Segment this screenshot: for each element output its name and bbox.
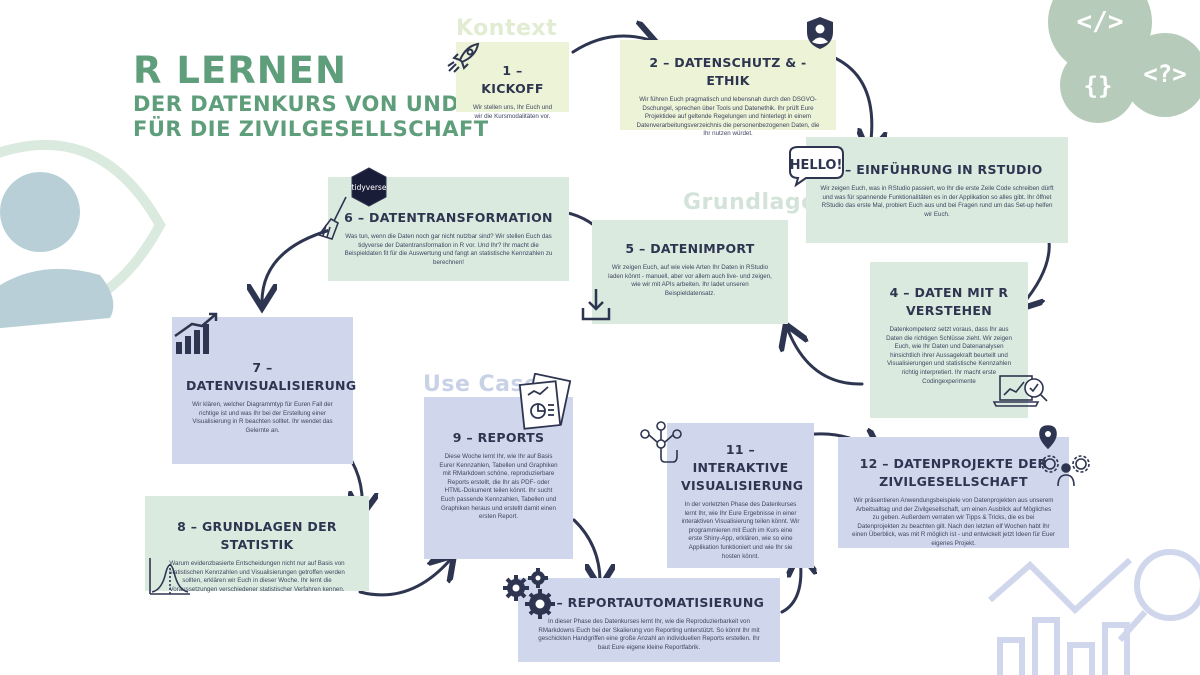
step-card-9: 9 – REPORTS Diese Woche lernt Ihr, wie I… — [424, 397, 573, 559]
hello-text: HELLO! — [790, 158, 843, 173]
step-text: Was tun, wenn die Daten noch gar nicht n… — [344, 233, 553, 266]
step-text: Diese Woche lernt Ihr, wie Ihr auf Basis… — [439, 453, 558, 521]
broom-icon — [317, 196, 347, 240]
step-title: 9 – REPORTS — [452, 430, 545, 445]
gears-icon — [503, 568, 555, 619]
step-title: 6 – DATENTRANSFORMATION — [344, 210, 553, 225]
arrow-4-5 — [788, 330, 864, 386]
step-title: 8 – GRUNDLAGEN DER STATISTIK — [177, 519, 337, 552]
step-text: Wir stellen uns, Ihr Euch und wir die Ku… — [472, 104, 553, 120]
step-title: 4 – DATEN MIT R VERSTEHEN — [889, 285, 1009, 318]
svg-text:</>: </> — [1077, 7, 1124, 37]
step-text: In der vorletzten Phase des Datenkurses … — [681, 501, 800, 560]
page-title: R LERNEN — [133, 49, 347, 92]
step-title: 5 – DATENIMPORT — [625, 241, 755, 256]
step-card-6: 6 – DATENTRANSFORMATION Was tun, wenn di… — [328, 177, 569, 281]
step-card-2: 2 – DATENSCHUTZ & -ETHIK Wir führen Euch… — [620, 40, 836, 137]
svg-text:{}: {} — [1084, 72, 1113, 100]
arrow-8-9 — [358, 560, 450, 597]
step-card-10: 10 – REPORTAUTOMATISIERUNG In dieser Pha… — [518, 578, 780, 662]
laptop-analytics-icon — [992, 375, 1048, 407]
step-title: 11 – INTERAKTIVE VISUALISIERUNG — [681, 442, 804, 493]
header: R LERNEN DER DATENKURS VON UND FÜR DIE Z… — [133, 50, 489, 142]
arrow-1-2 — [571, 36, 650, 54]
tidyverse-label: tidyverse — [352, 183, 387, 192]
step-text: Wir präsentieren Anwendungsbeispiele von… — [852, 497, 1055, 547]
hello-speech-bubble-icon: HELLO! — [789, 146, 844, 187]
location-gears-person-icon — [1039, 425, 1090, 487]
rocket-icon — [447, 42, 480, 73]
step-title: 10 – REPORTAUTOMATISIERUNG — [533, 595, 765, 610]
step-card-4: 4 – DATEN MIT R VERSTEHEN Datenkompetenz… — [870, 262, 1028, 418]
step-title: 7 – DATENVISUALISIERUNG — [186, 360, 357, 393]
phase-label-kontext: Kontext — [456, 16, 558, 41]
step-text: Datenkompetenz setzt voraus, dass Ihr au… — [886, 326, 1012, 385]
normal-distribution-icon — [149, 558, 190, 595]
step-title: 2 – DATENSCHUTZ & -ETHIK — [649, 55, 807, 88]
step-title: 1 – KICKOFF — [481, 63, 544, 96]
step-text: Wir klären, welcher Diagrammtyp für Eure… — [192, 401, 333, 434]
step-text: Warum evidenzbasierte Entscheidungen nic… — [169, 560, 345, 593]
arrow-6-7 — [262, 228, 332, 302]
step-text: Wir führen Euch pragmatisch und lebensna… — [636, 96, 820, 138]
person-eye-icon — [0, 139, 166, 329]
step-card-11: 11 – INTERAKTIVE VISUALISIERUNG In der v… — [667, 423, 814, 568]
download-icon — [581, 289, 611, 321]
step-text: Wir zeigen Euch, auf wie viele Arten Ihr… — [608, 264, 772, 297]
report-document-icon — [518, 373, 572, 430]
code-bubbles-icon: </> <?> {} — [1048, 0, 1200, 123]
step-title: 3 – EINFÜHRUNG IN RSTUDIO — [831, 162, 1043, 177]
user-shield-icon — [807, 17, 833, 49]
svg-text:<?>: <?> — [1143, 60, 1186, 88]
step-card-8: 8 – GRUNDLAGEN DER STATISTIK Warum evide… — [145, 496, 369, 593]
page-subtitle-line1: DER DATENKURS VON UND — [133, 92, 460, 116]
step-title: 12 – DATENPROJEKTE DER ZIVILGESELLSCHAFT — [859, 456, 1048, 489]
step-card-3: 3 – EINFÜHRUNG IN RSTUDIO Wir zeigen Euc… — [806, 137, 1068, 243]
page-subtitle-line2: FÜR DIE ZIVILGESELLSCHAFT — [133, 117, 489, 141]
step-card-12: 12 – DATENPROJEKTE DER ZIVILGESELLSCHAFT… — [838, 437, 1069, 548]
step-card-5: 5 – DATENIMPORT Wir zeigen Euch, auf wie… — [592, 220, 788, 324]
magnifier-chart-icon — [988, 549, 1200, 675]
step-card-7: 7 – DATENVISUALISIERUNG Wir klären, welc… — [172, 317, 357, 464]
arrow-9-10 — [572, 518, 600, 582]
tidyverse-hex-icon: tidyverse — [351, 167, 387, 207]
step-text: Wir zeigen Euch, was in RStudio passiert… — [820, 185, 1054, 218]
bar-chart-growth-icon — [174, 312, 218, 354]
step-text: In dieser Phase des Datenkurses lernt Ih… — [538, 618, 760, 651]
arrow-2-3 — [833, 56, 872, 148]
network-touch-icon — [640, 421, 682, 463]
